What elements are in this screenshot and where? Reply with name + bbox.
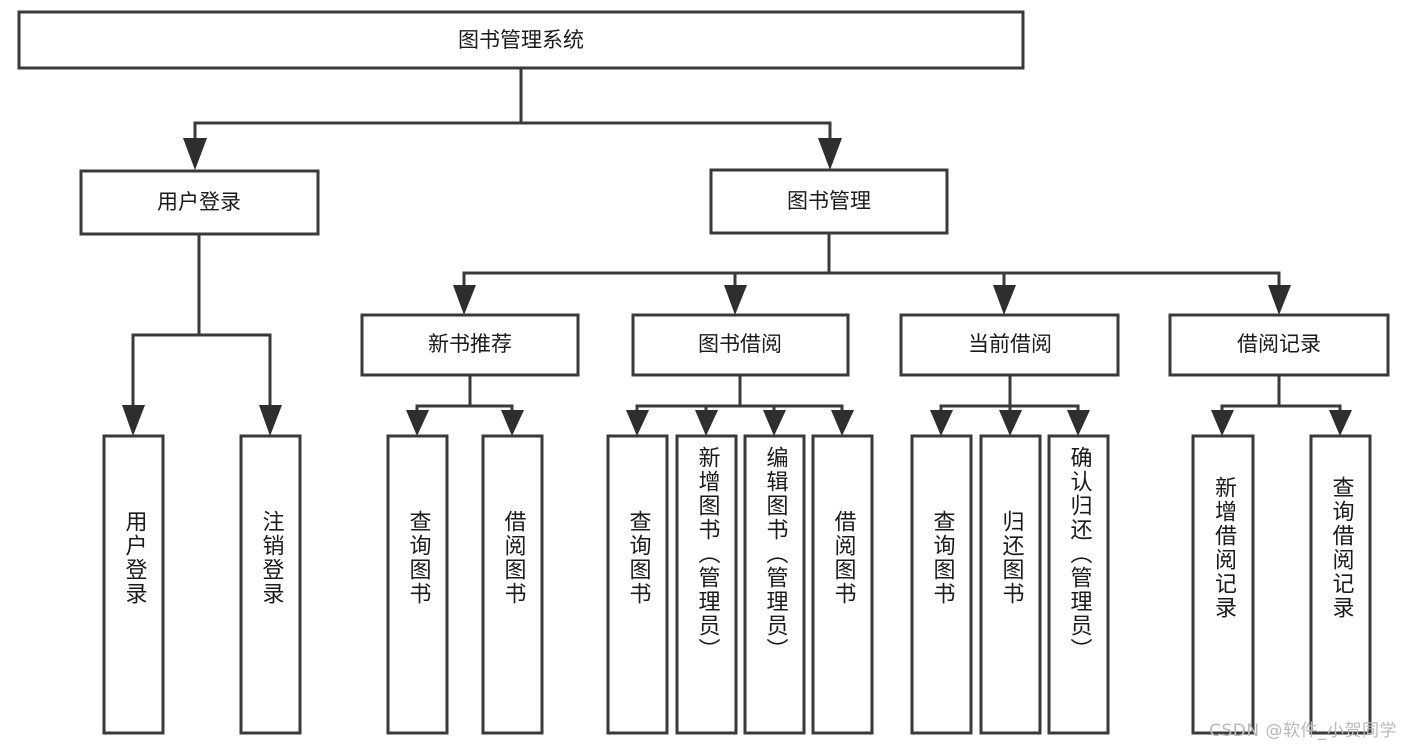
- leaf-rect-borrowrecord-1[interactable]: [1191, 434, 1255, 735]
- leaf-rect-currentborrow-1[interactable]: [910, 434, 973, 735]
- node-borrow-record-rect[interactable]: [1168, 313, 1390, 377]
- leaf-rect-user-login-1[interactable]: [102, 434, 165, 735]
- arrow-head-leaf-currentborrow-3: [1067, 410, 1090, 436]
- leaf-rect-bookborrow-1[interactable]: [606, 434, 669, 735]
- arrow-head-userlogin: [183, 138, 207, 170]
- leaf-boxes-borrow-record: [1191, 434, 1372, 735]
- connector-group-newbook: [406, 373, 524, 436]
- node-root[interactable]: 图书管理系统: [17, 10, 1025, 70]
- leaf-rect-user-login-2[interactable]: [239, 434, 302, 735]
- node-user-login-rect[interactable]: [79, 169, 320, 236]
- arrow-head-leaf-currentborrow-2: [999, 410, 1022, 436]
- arrow-head-leaf-borrowrecord-1: [1211, 410, 1234, 436]
- node-current-borrow-rect[interactable]: [899, 313, 1120, 377]
- connector-group-userlogin: [122, 232, 282, 436]
- arrow-head-leaf-user-login-1: [122, 405, 145, 436]
- node-borrow-record[interactable]: 借阅记录: [1168, 313, 1390, 377]
- arrow-head-bookborrow: [724, 285, 747, 315]
- arrow-head-bookmgmt: [818, 138, 842, 170]
- node-user-login-label: 用户登录: [157, 190, 241, 214]
- node-book-borrow-rect[interactable]: [631, 313, 850, 377]
- arrow-head-currentborrow: [993, 285, 1016, 315]
- arrow-head-leaf-bookborrow-2: [695, 410, 718, 436]
- arrow-head-leaf-bookborrow-4: [831, 410, 854, 436]
- node-current-borrow-label: 当前借阅: [968, 332, 1052, 356]
- node-new-book-recommend[interactable]: 新书推荐: [360, 313, 580, 377]
- leaf-rect-bookborrow-4[interactable]: [811, 434, 874, 735]
- connector-group-bookborrow: [626, 373, 854, 436]
- leaf-rect-newbook-2[interactable]: [481, 434, 544, 735]
- node-book-management-rect[interactable]: [709, 168, 949, 235]
- arrow-head-newbook: [453, 285, 476, 315]
- watermark-text: CSDN @软件_小贺同学: [1209, 721, 1397, 741]
- node-book-management[interactable]: 图书管理: [709, 168, 949, 235]
- arrow-head-leaf-borrowrecord-2: [1329, 410, 1352, 436]
- connector-group-borrowrecord: [1211, 373, 1352, 436]
- arrow-head-leaf-newbook-2: [501, 410, 524, 436]
- node-book-borrow[interactable]: 图书借阅: [631, 313, 850, 377]
- arrow-head-leaf-bookborrow-3: [763, 410, 786, 436]
- arrow-head-borrowrecord: [1268, 285, 1291, 315]
- leaf-boxes-book-borrow: [606, 434, 874, 735]
- leaf-rect-bookborrow-3[interactable]: [743, 434, 806, 735]
- leaf-boxes-new-book-recommend: [386, 434, 544, 735]
- leaf-rect-bookborrow-2[interactable]: [675, 434, 738, 735]
- leaf-rect-currentborrow-2[interactable]: [979, 434, 1042, 735]
- node-book-borrow-label: 图书借阅: [698, 332, 782, 356]
- leaf-rect-currentborrow-3[interactable]: [1047, 434, 1110, 735]
- arrow-head-leaf-user-login-2: [259, 405, 282, 436]
- connector-group-root: [183, 66, 842, 170]
- node-new-book-recommend-rect[interactable]: [360, 313, 580, 377]
- node-new-book-recommend-label: 新书推荐: [428, 332, 512, 356]
- connector-group-currentborrow: [930, 373, 1090, 436]
- node-borrow-record-label: 借阅记录: [1237, 332, 1321, 356]
- node-user-login[interactable]: 用户登录: [79, 169, 320, 236]
- node-book-management-label: 图书管理: [787, 189, 871, 213]
- leaf-rect-newbook-1[interactable]: [386, 434, 449, 735]
- arrow-head-leaf-currentborrow-1: [930, 410, 953, 436]
- arrow-head-leaf-newbook-1: [406, 410, 429, 436]
- leaf-boxes-current-borrow: [910, 434, 1110, 735]
- connector-group-bookmgmt: [453, 231, 1291, 315]
- arrow-head-leaf-bookborrow-1: [626, 410, 649, 436]
- leaf-boxes-user-login: [102, 434, 302, 735]
- node-current-borrow[interactable]: 当前借阅: [899, 313, 1120, 377]
- node-root-rect[interactable]: [17, 10, 1025, 70]
- leaf-rect-borrowrecord-2[interactable]: [1309, 434, 1372, 735]
- node-root-label: 图书管理系统: [458, 28, 584, 52]
